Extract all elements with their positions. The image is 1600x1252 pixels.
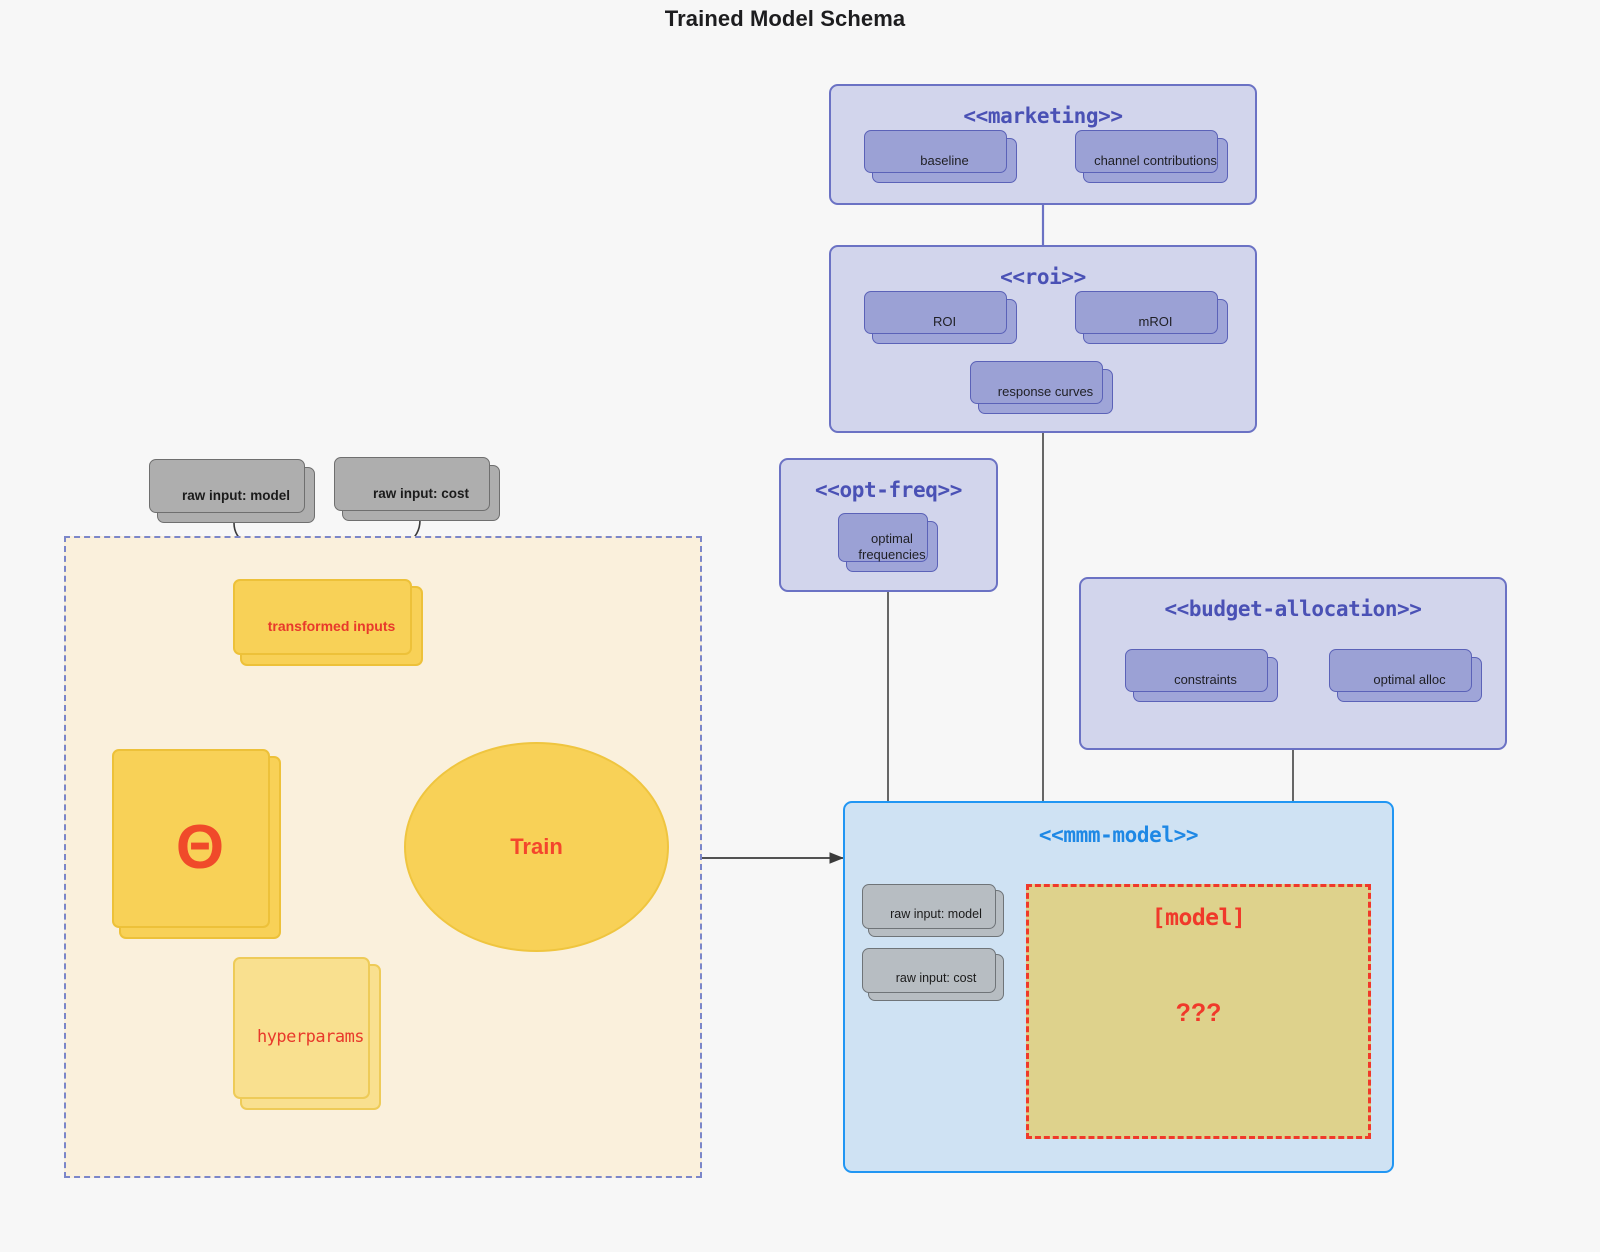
- component-baseline[interactable]: baseline: [864, 130, 1017, 183]
- raw-input-model-node[interactable]: raw input: model: [149, 459, 315, 523]
- raw-input-cost-label: raw input: cost: [372, 485, 469, 501]
- model-slot-question: ???: [1175, 999, 1222, 1027]
- package-marketing-title: <<marketing>>: [963, 104, 1123, 128]
- hyperparams-label: hyperparams: [256, 1027, 365, 1047]
- train-node[interactable]: Train: [404, 742, 669, 952]
- card-stack-shadow: [862, 884, 996, 929]
- card-stack-shadow: [864, 291, 1007, 334]
- transformed-inputs-node[interactable]: transformed inputs: [233, 579, 423, 666]
- component-optimal-frequencies[interactable]: optimal frequencies: [838, 513, 938, 572]
- model-slot[interactable]: [model] ???: [1026, 884, 1371, 1139]
- component-optimal-alloc-label: optimal alloc: [1373, 671, 1446, 687]
- card-stack-shadow: [1075, 130, 1218, 173]
- card-stack-shadow: [838, 513, 928, 562]
- package-roi-title: <<roi>>: [1000, 265, 1086, 289]
- card-stack-shadow: [862, 948, 996, 993]
- card-stack-shadow: [334, 457, 490, 511]
- theta-node[interactable]: Θ: [112, 749, 281, 939]
- train-label: Train: [510, 834, 563, 859]
- component-response-curves[interactable]: response curves: [970, 361, 1113, 414]
- package-opt-freq-title: <<opt-freq>>: [815, 478, 962, 502]
- component-roi[interactable]: ROI: [864, 291, 1017, 344]
- card-stack-shadow: [970, 361, 1103, 404]
- mmm-raw-input-cost-node[interactable]: raw input: cost: [862, 948, 1004, 1001]
- theta-symbol: Θ: [175, 812, 225, 882]
- card-stack-shadow: [112, 749, 270, 928]
- component-baseline-label: baseline: [920, 152, 969, 168]
- component-mroi[interactable]: mROI: [1075, 291, 1228, 344]
- page-title: Trained Model Schema: [664, 6, 906, 31]
- raw-input-cost-node[interactable]: raw input: cost: [334, 457, 500, 521]
- card-stack-shadow: [149, 459, 305, 513]
- model-slot-title: [model]: [1151, 905, 1246, 931]
- component-mroi-label: mROI: [1138, 313, 1173, 329]
- transformed-inputs-label: transformed inputs: [267, 618, 396, 634]
- package-mmm-model-title: <<mmm-model>>: [1038, 823, 1199, 847]
- component-optimal-frequencies-line2: frequencies: [858, 546, 926, 562]
- component-channel-contributions-label: channel contributions: [1094, 152, 1217, 168]
- card-stack-shadow: [1075, 291, 1218, 334]
- card-stack-shadow: [233, 957, 370, 1099]
- raw-input-model-label: raw input: model: [182, 487, 290, 503]
- card-stack-shadow: [1125, 649, 1268, 692]
- component-roi-label: ROI: [932, 313, 957, 329]
- component-constraints[interactable]: constraints: [1125, 649, 1278, 702]
- mmm-raw-input-model-label: raw input: model: [890, 906, 982, 921]
- mmm-raw-input-model-node[interactable]: raw input: model: [862, 884, 1004, 937]
- hyperparams-node[interactable]: hyperparams: [233, 957, 381, 1110]
- mmm-raw-input-cost-label: raw input: cost: [895, 970, 977, 985]
- card-stack-shadow: [1329, 649, 1472, 692]
- component-channel-contributions[interactable]: channel contributions: [1075, 130, 1228, 183]
- component-constraints-label: constraints: [1174, 671, 1237, 687]
- card-stack-shadow: [233, 579, 412, 655]
- component-optimal-alloc[interactable]: optimal alloc: [1329, 649, 1482, 702]
- component-response-curves-label: response curves: [997, 383, 1094, 399]
- component-optimal-frequencies-line1: optimal: [871, 531, 913, 547]
- package-budget-allocation-title: <<budget-allocation>>: [1164, 597, 1422, 621]
- card-stack-shadow: [864, 130, 1007, 173]
